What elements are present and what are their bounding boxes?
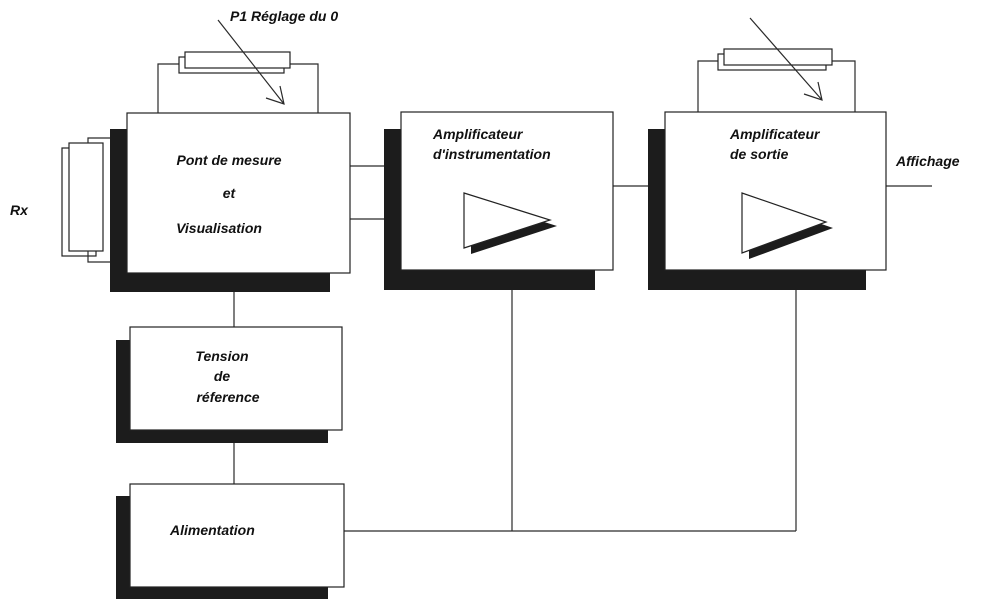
rx-resistor [61, 137, 127, 263]
ampli-sortie-label-line1: Amplificateur [729, 126, 821, 142]
tension-label-line1: Tension [195, 348, 248, 364]
rx-label: Rx [10, 202, 29, 218]
p1-potentiometer [178, 19, 291, 105]
tension-reference-box [116, 326, 343, 443]
pont-label-line3: Visualisation [176, 220, 262, 236]
alimentation-label: Alimentation [169, 522, 255, 538]
ampli-instr-label-line2: d'instrumentation [433, 146, 551, 162]
ampli-instrumentation-box [384, 111, 614, 290]
tension-label-line3: réference [196, 389, 259, 405]
pot2-wire-right [826, 60, 856, 112]
ampli-sortie-box [648, 111, 887, 290]
affichage-label: Affichage [895, 153, 960, 169]
pont-de-mesure-box [110, 112, 351, 292]
ampli-instr-label-line1: Amplificateur [432, 126, 524, 142]
p1-wire-right [284, 63, 319, 113]
p1-label: P1 Réglage du 0 [230, 8, 338, 24]
pont-label-line2: et [223, 185, 237, 201]
p1-wire-left [157, 63, 179, 113]
pot2-wire-left [697, 60, 718, 112]
potentiometer-2 [717, 17, 833, 101]
ampli-sortie-label-line2: de sortie [730, 146, 789, 162]
wires [157, 60, 932, 532]
tension-label-line2: de [214, 368, 231, 384]
pont-label-line1: Pont de mesure [176, 152, 281, 168]
alimentation-box [116, 483, 345, 599]
